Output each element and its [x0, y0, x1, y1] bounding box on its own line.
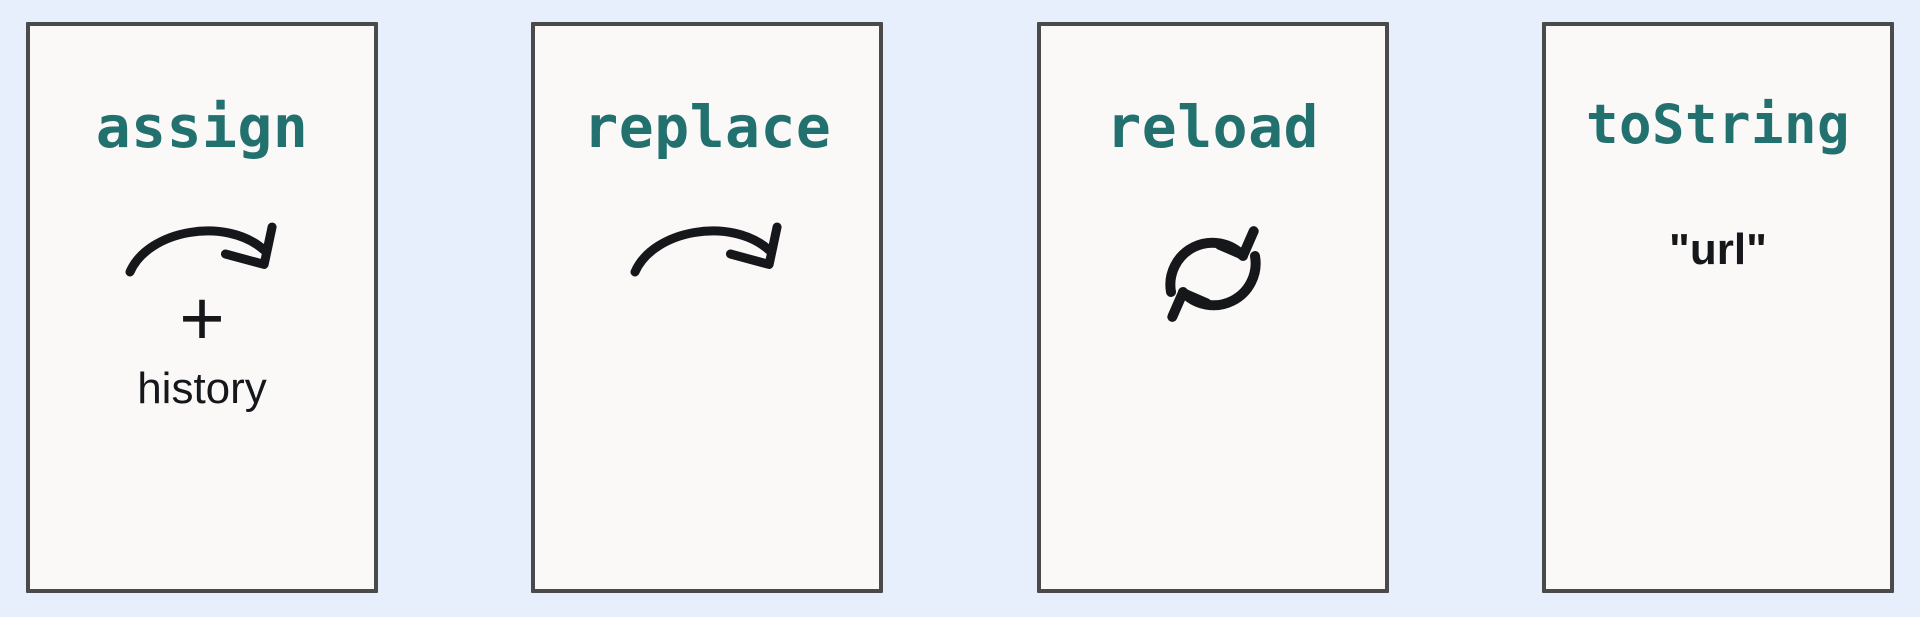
- card-title-tostring: toString: [1585, 93, 1851, 156]
- card-value-url: "url": [1669, 225, 1767, 274]
- curved-arrow-right-icon: [122, 210, 282, 282]
- card-sublabel-history: history: [137, 363, 267, 413]
- circular-refresh-icon: [1153, 214, 1273, 334]
- card-tostring[interactable]: toString "url": [1541, 22, 1894, 593]
- card-assign[interactable]: assign + history: [26, 22, 378, 593]
- card-reload[interactable]: reload: [1036, 22, 1389, 593]
- card-replace[interactable]: replace: [531, 22, 884, 593]
- card-title-reload: reload: [1106, 93, 1319, 161]
- card-title-assign: assign: [95, 93, 309, 161]
- card-title-replace: replace: [583, 93, 832, 161]
- assign-icon-group: + history: [122, 210, 282, 411]
- plus-icon: +: [179, 274, 225, 362]
- replace-icon-group: [627, 210, 787, 282]
- curved-arrow-right-icon: [627, 210, 787, 282]
